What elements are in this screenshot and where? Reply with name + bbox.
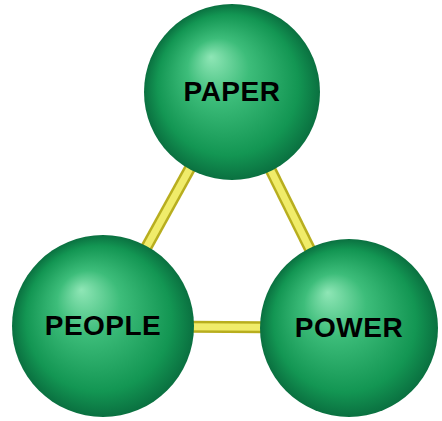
connector-rod	[145, 166, 191, 250]
sphere-node: PAPER	[144, 4, 320, 180]
sphere-fill	[12, 235, 194, 417]
node-label: PAPER	[184, 76, 281, 108]
sphere-node: PEOPLE	[12, 235, 194, 417]
connector-rod	[190, 323, 263, 331]
sphere-fill	[260, 239, 438, 417]
connector-rod	[270, 168, 312, 252]
rod-outline	[190, 321, 263, 334]
node-label: POWER	[295, 312, 403, 344]
sphere-fill	[144, 4, 320, 180]
node-label: PEOPLE	[45, 310, 162, 342]
sphere-node: POWER	[260, 239, 438, 417]
rod-outline	[270, 168, 312, 252]
rod-outline	[145, 166, 191, 250]
